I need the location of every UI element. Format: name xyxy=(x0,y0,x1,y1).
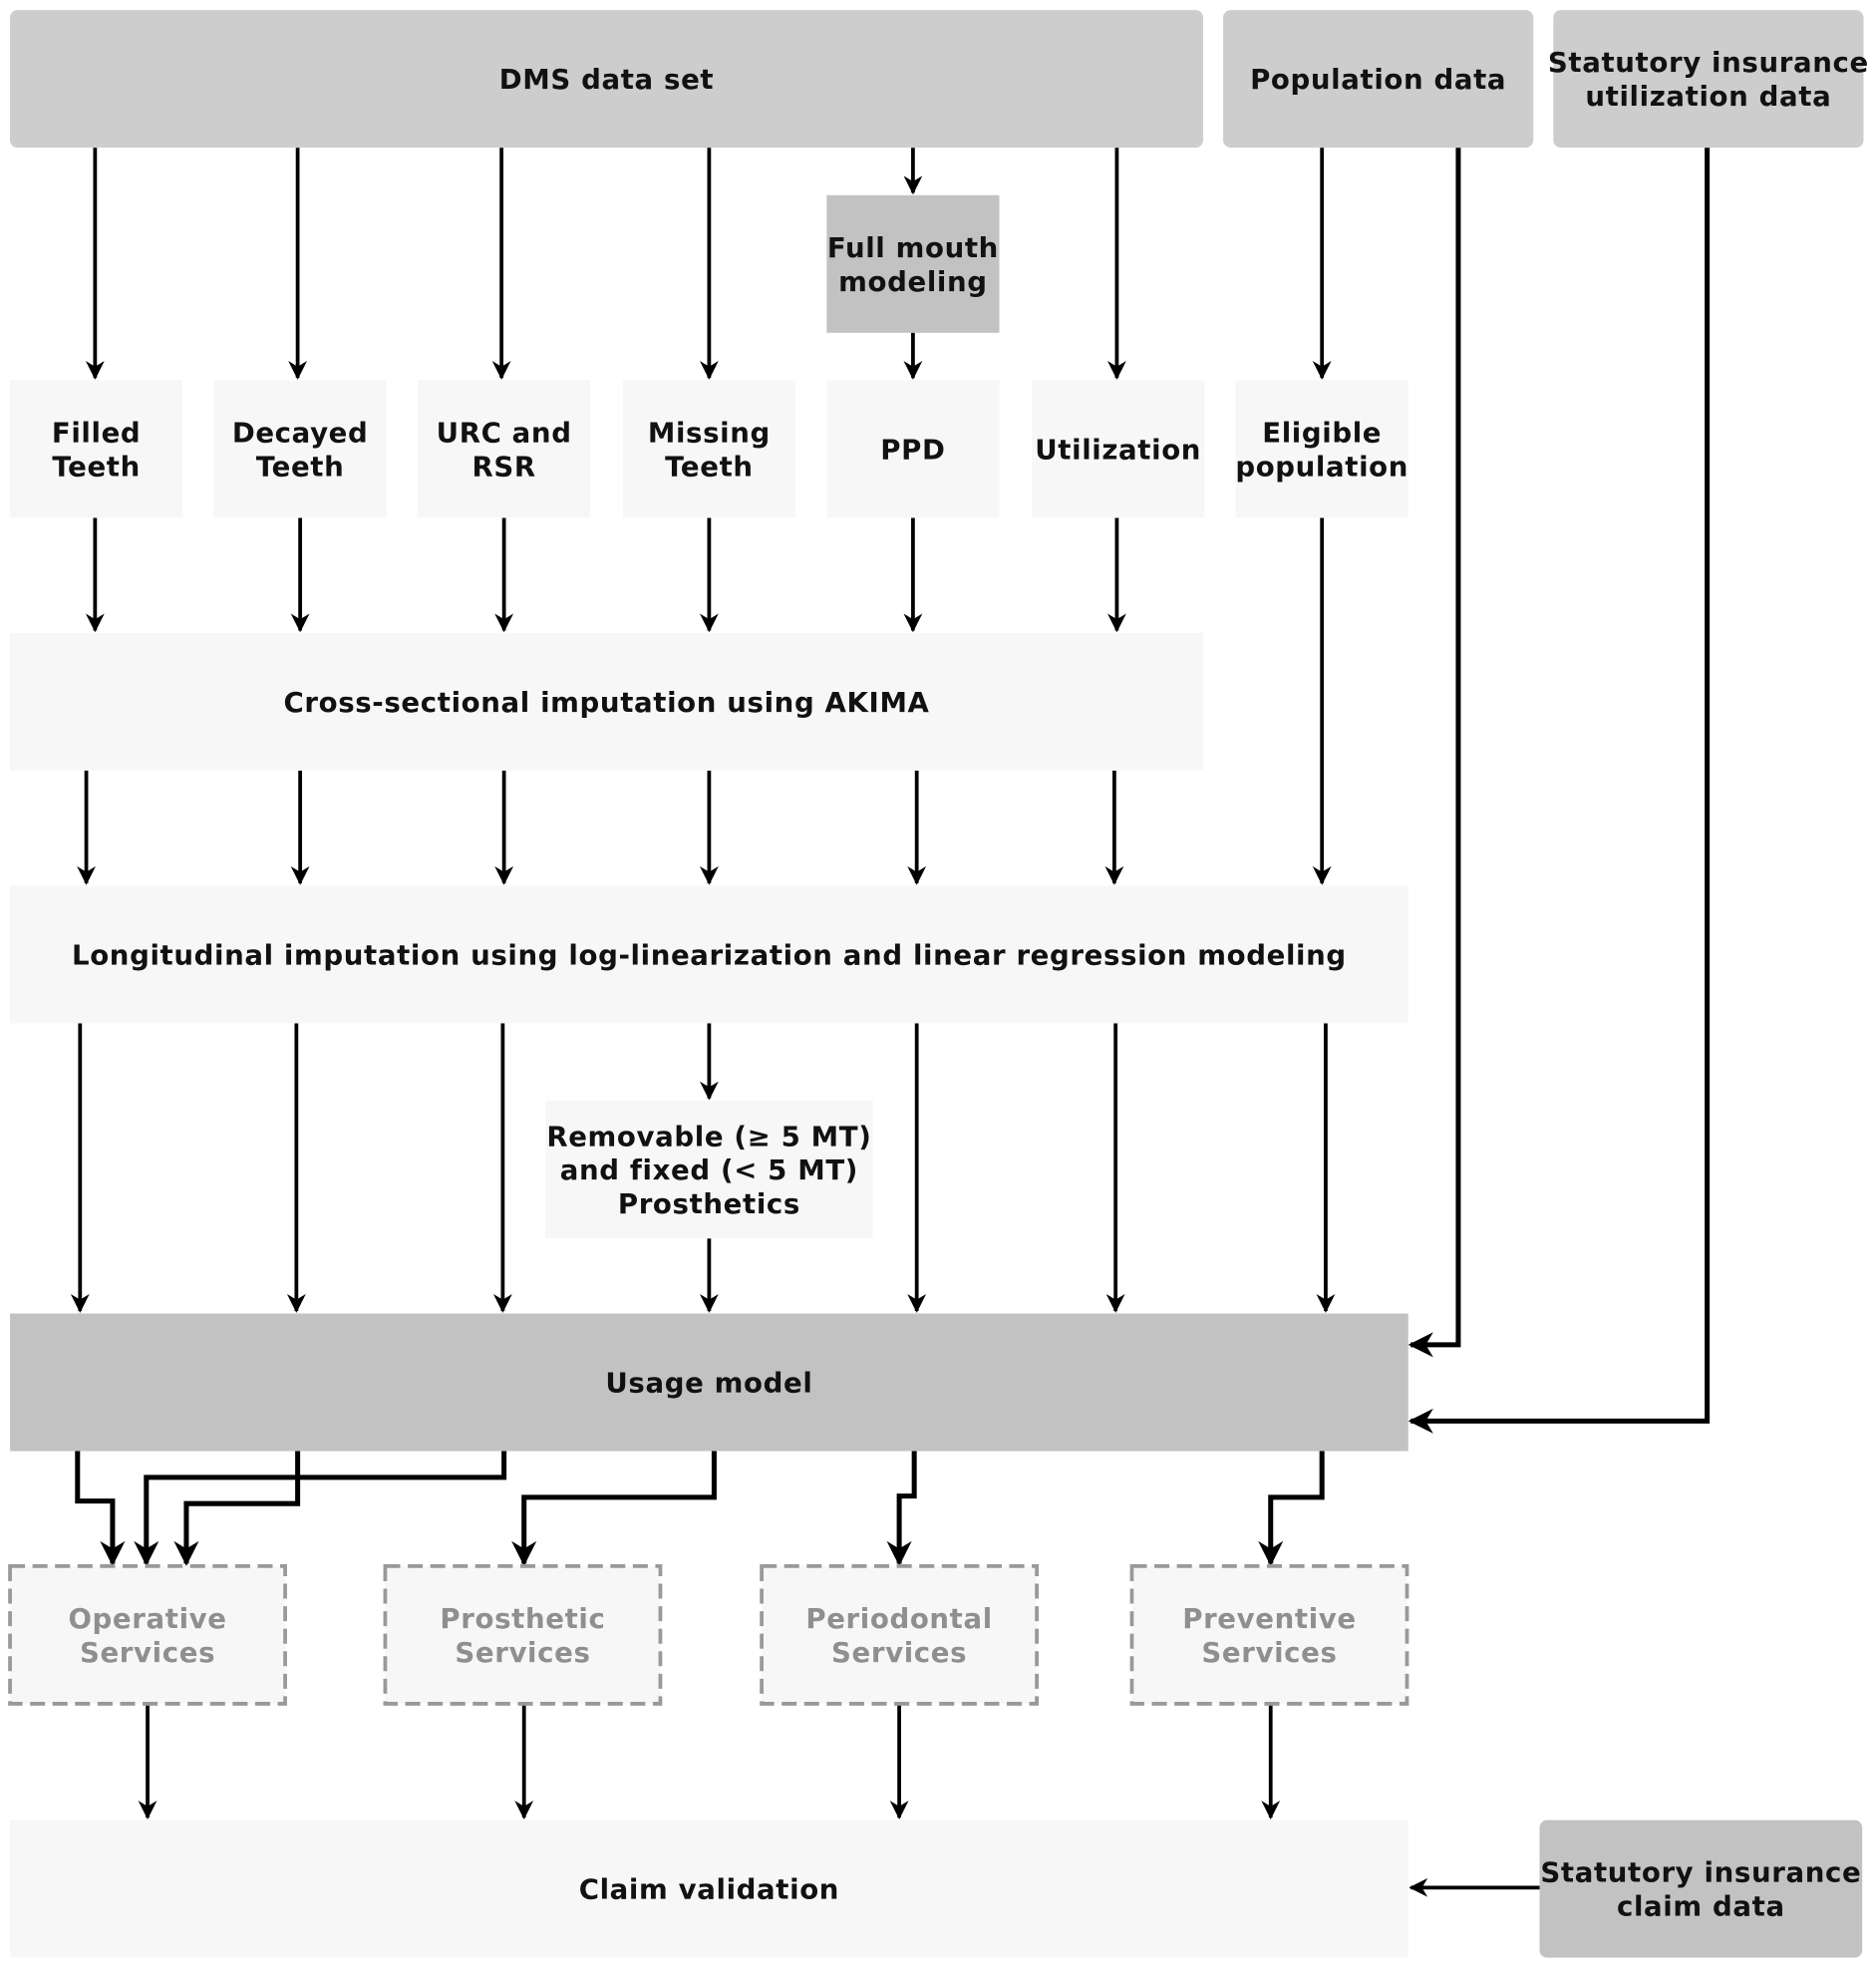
node-box xyxy=(10,885,1408,1024)
node-box xyxy=(10,632,1203,771)
node-box xyxy=(1553,10,1864,149)
node-label: Periodontal xyxy=(805,1602,993,1635)
node-population: Population data xyxy=(1223,10,1534,149)
arrow-connector xyxy=(134,1451,507,1566)
node-label: Eligible xyxy=(1262,417,1382,450)
node-box xyxy=(10,10,1203,149)
node-label: PPD xyxy=(880,434,945,467)
node-box xyxy=(418,380,591,518)
node-label: RSR xyxy=(471,450,535,483)
node-cross: Cross-sectional imputation using AKIMA xyxy=(10,632,1203,771)
node-label: Claim validation xyxy=(579,1873,839,1906)
node-label: Usage model xyxy=(605,1367,812,1400)
arrow-connector xyxy=(1407,148,1461,1358)
node-box xyxy=(1129,1564,1409,1706)
arrow-connector xyxy=(75,1451,126,1566)
node-prosthetics: Removable (≥ 5 MT)and fixed (< 5 MT)Pros… xyxy=(545,1101,873,1239)
node-dms: DMS data set xyxy=(10,10,1203,149)
arrow-connector xyxy=(1407,148,1711,1434)
node-label: DMS data set xyxy=(499,63,715,96)
node-label: population xyxy=(1235,450,1408,483)
node-label: Statutory insurance xyxy=(1548,46,1869,79)
node-label: URC and xyxy=(437,417,572,450)
node-label: Operative xyxy=(68,1602,226,1635)
node-longitudinal: Longitudinal imputation using log-linear… xyxy=(10,885,1408,1024)
edges xyxy=(70,148,1711,1897)
node-utilization: Utilization xyxy=(1032,380,1205,518)
node-label: Full mouth xyxy=(827,231,999,264)
node-box xyxy=(213,380,387,518)
arrow-connector xyxy=(173,1451,301,1566)
node-label: Filled xyxy=(52,417,141,450)
node-label: Removable (≥ 5 MT) xyxy=(546,1120,871,1152)
arrow-connector xyxy=(1258,1451,1325,1566)
node-box xyxy=(1539,1819,1863,1958)
node-label: Prosthetic xyxy=(440,1602,605,1635)
node-box xyxy=(826,380,1000,518)
node-label: Population data xyxy=(1250,63,1506,96)
arrow-connector xyxy=(511,1451,717,1566)
node-label: Services xyxy=(831,1636,967,1669)
node-label: modeling xyxy=(838,265,988,298)
node-label: Utilization xyxy=(1035,434,1201,467)
node-label: Teeth xyxy=(665,450,754,483)
node-label: Services xyxy=(80,1636,215,1669)
node-label: Teeth xyxy=(256,450,345,483)
node-box xyxy=(826,194,1000,333)
node-label: Services xyxy=(1201,1636,1337,1669)
node-label: utilization data xyxy=(1585,80,1831,113)
node-box xyxy=(10,380,183,518)
node-box xyxy=(8,1564,287,1706)
node-label: and fixed (< 5 MT) xyxy=(560,1153,858,1186)
node-box xyxy=(383,1564,663,1706)
node-label: Decayed xyxy=(232,417,369,450)
node-label: Cross-sectional imputation using AKIMA xyxy=(284,686,930,719)
node-box xyxy=(10,1819,1408,1958)
node-box xyxy=(760,1564,1040,1706)
node-claim: Claim validation xyxy=(10,1819,1408,1958)
node-label: Services xyxy=(455,1636,590,1669)
node-label: Teeth xyxy=(52,450,141,483)
node-box xyxy=(1032,380,1205,518)
node-label: Prosthetics xyxy=(618,1187,800,1220)
node-label: Preventive xyxy=(1182,1602,1357,1635)
arrow-connector xyxy=(886,1451,917,1566)
node-usage: Usage model xyxy=(10,1313,1408,1452)
node-box xyxy=(545,1101,873,1239)
node-box xyxy=(1235,380,1408,518)
node-label: Statutory insurance xyxy=(1540,1856,1861,1889)
node-box xyxy=(1223,10,1534,149)
node-box xyxy=(10,1313,1408,1452)
node-box xyxy=(622,380,795,518)
node-label: Longitudinal imputation using log-linear… xyxy=(72,938,1347,971)
node-label: Missing xyxy=(648,417,771,450)
node-ppd: PPD xyxy=(826,380,1000,518)
node-label: claim data xyxy=(1617,1890,1785,1923)
